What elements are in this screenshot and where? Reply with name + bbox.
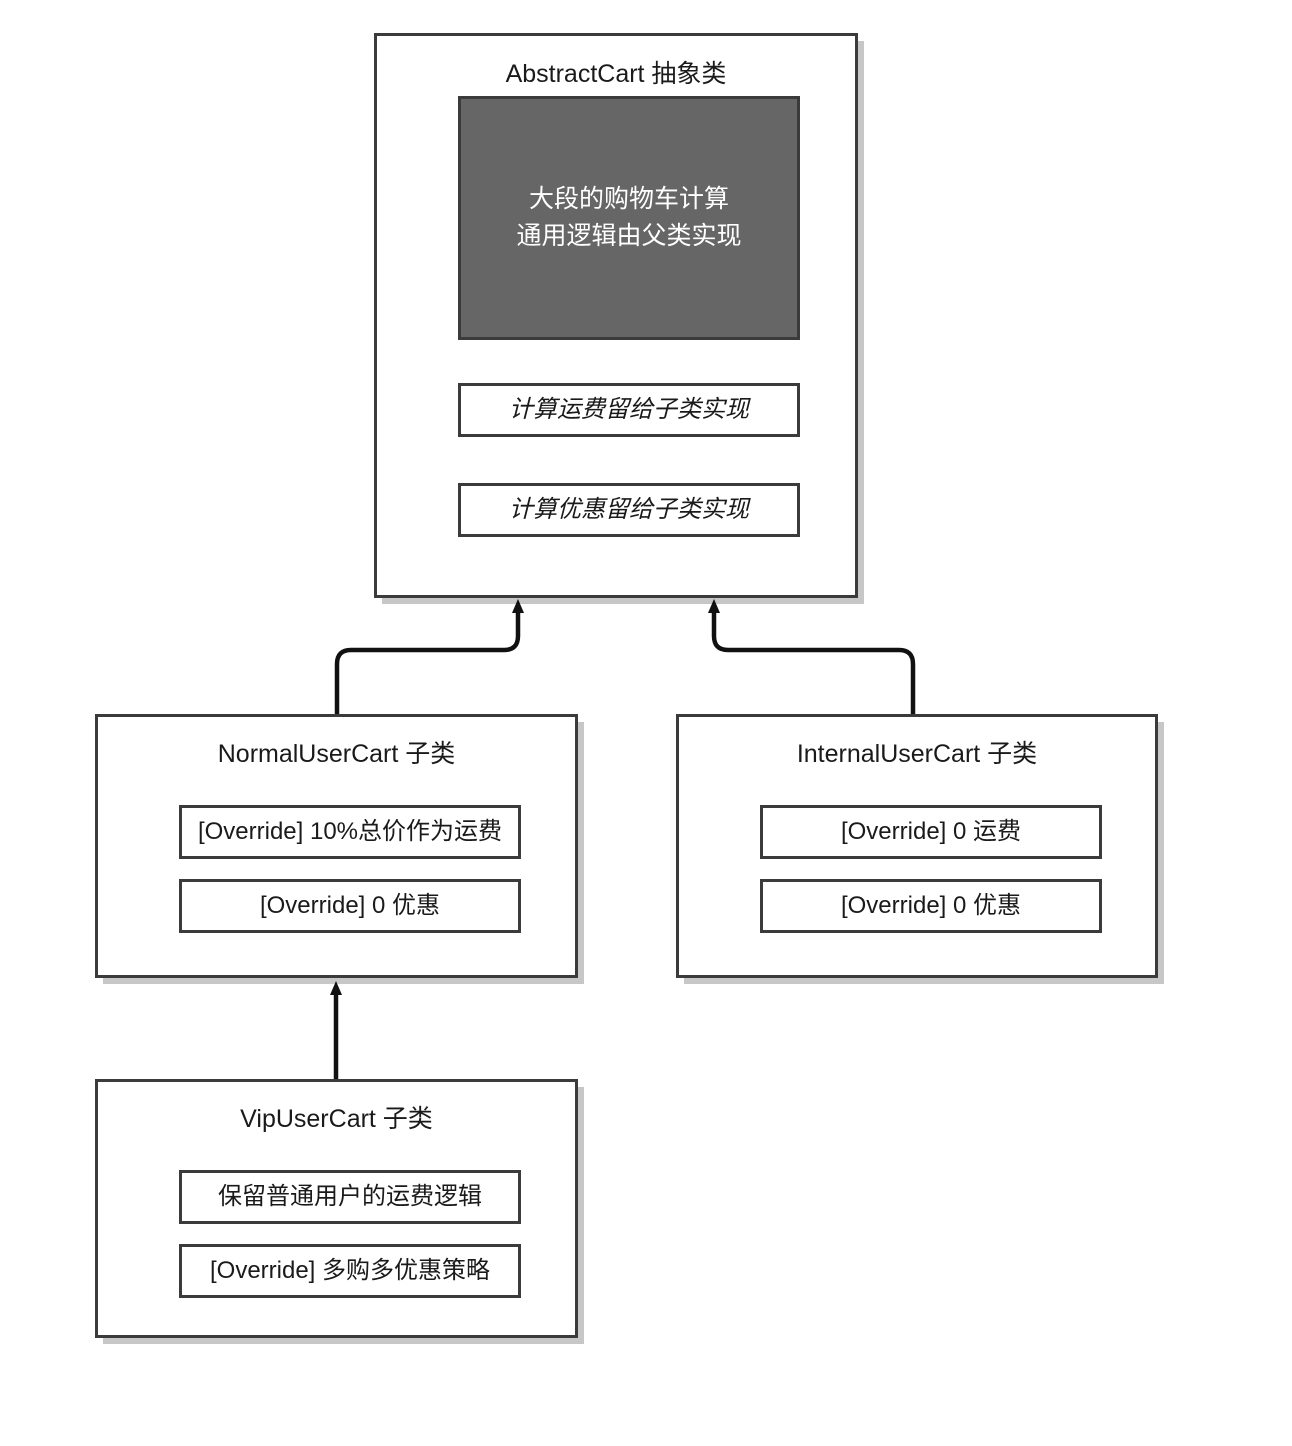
- class-box-normal-user-cart[interactable]: NormalUserCart 子类 [Override] 10%总价作为运费 […: [95, 714, 578, 978]
- class-member-vip-shipping[interactable]: 保留普通用户的运费逻辑: [179, 1170, 521, 1224]
- class-member-normal-shipping[interactable]: [Override] 10%总价作为运费: [179, 805, 521, 859]
- class-member-internal-shipping[interactable]: [Override] 0 运费: [760, 805, 1102, 859]
- class-member-normal-discount[interactable]: [Override] 0 优惠: [179, 879, 521, 933]
- class-box-abstract-cart[interactable]: AbstractCart 抽象类 大段的购物车计算 通用逻辑由父类实现 计算运费…: [374, 33, 858, 598]
- class-title-internal-user-cart: InternalUserCart 子类: [796, 740, 1038, 768]
- class-title-vip-user-cart: VipUserCart 子类: [240, 1105, 433, 1133]
- class-body-blob-abstract-cart: 大段的购物车计算 通用逻辑由父类实现: [458, 96, 800, 340]
- class-box-internal-user-cart[interactable]: InternalUserCart 子类 [Override] 0 运费 [Ove…: [676, 714, 1158, 978]
- class-box-vip-user-cart[interactable]: VipUserCart 子类 保留普通用户的运费逻辑 [Override] 多购…: [95, 1079, 578, 1338]
- connector-internal-to-abstract: [708, 599, 916, 714]
- class-title-abstract-cart: AbstractCart 抽象类: [505, 60, 727, 88]
- connector-normal-to-abstract: [334, 599, 524, 714]
- class-member-internal-discount[interactable]: [Override] 0 优惠: [760, 879, 1102, 933]
- class-member-abstract-shipping[interactable]: 计算运费留给子类实现: [458, 383, 800, 437]
- class-member-vip-discount[interactable]: [Override] 多购多优惠策略: [179, 1244, 521, 1298]
- class-title-normal-user-cart: NormalUserCart 子类: [217, 740, 456, 768]
- class-member-abstract-discount[interactable]: 计算优惠留给子类实现: [458, 483, 800, 537]
